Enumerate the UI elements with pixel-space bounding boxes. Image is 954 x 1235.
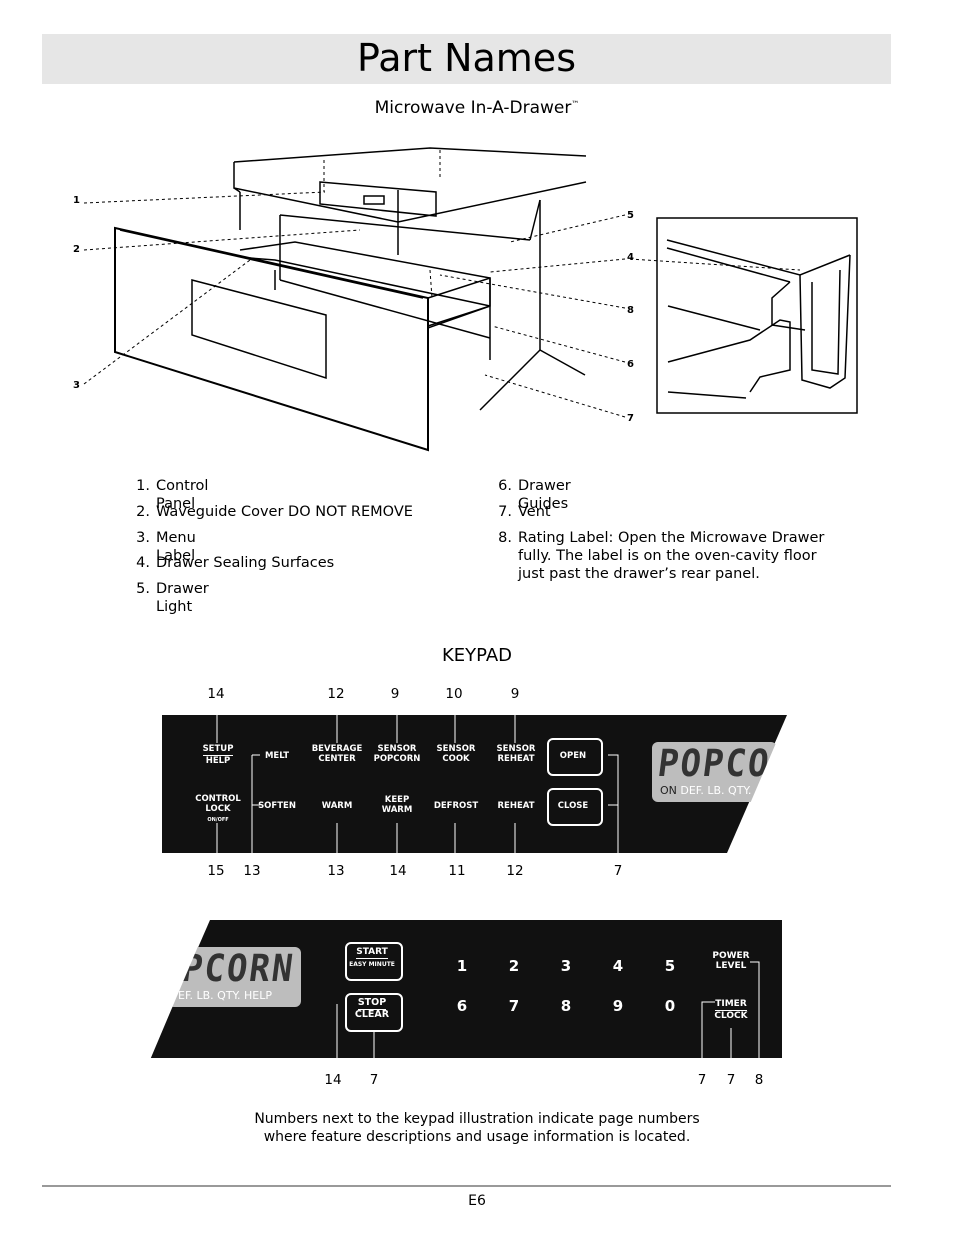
page-ref: 10 [445, 686, 463, 702]
page-title: Part Names [356, 36, 576, 80]
callout-2: 2 [73, 244, 80, 255]
defrost-key[interactable]: DEFROST [433, 801, 479, 811]
page-ref: 12 [327, 686, 345, 702]
microwave-drawer-diagram: 1 2 3 5 4 8 6 7 [73, 147, 858, 452]
page-ref: 7 [697, 1072, 707, 1088]
digit-key-7[interactable]: 7 [508, 997, 520, 1015]
page-ref: 14 [389, 863, 407, 879]
start-button[interactable] [345, 942, 403, 981]
page-ref: 14 [324, 1072, 342, 1088]
parts-list-left: 1.Control Panel 2.Waveguide Cover DO NOT… [136, 478, 413, 615]
page-number: E6 [468, 1193, 486, 1209]
callout-6: 6 [627, 359, 634, 370]
page-ref: 7 [369, 1072, 379, 1088]
page-ref: 8 [754, 1072, 764, 1088]
digit-key-5[interactable]: 5 [664, 957, 676, 975]
page-ref: 7 [726, 1072, 736, 1088]
callout-4: 4 [627, 252, 634, 263]
keypad-heading: KEYPAD [441, 645, 513, 666]
open-button[interactable] [547, 738, 603, 776]
digit-key-2[interactable]: 2 [508, 957, 520, 975]
open-label: OPEN [559, 751, 587, 761]
panel-2-slant-mask [140, 918, 210, 1060]
page-ref: 9 [390, 686, 400, 702]
panel-1-slant-mask [740, 715, 800, 855]
parts-list-right: 6.Drawer Guides 7.Vent 8. Rating Label: … [498, 478, 825, 582]
digit-key-4[interactable]: 4 [612, 957, 624, 975]
digit-key-8[interactable]: 8 [560, 997, 572, 1015]
melt-key[interactable]: MELT [264, 751, 290, 761]
footer-divider [42, 1185, 891, 1187]
page-ref: 12 [506, 863, 524, 879]
digit-key-3[interactable]: 3 [560, 957, 572, 975]
reheat-key[interactable]: REHEAT [497, 801, 535, 811]
diagram-subtitle: Microwave In-A-Drawer™ [0, 98, 954, 118]
callout-3: 3 [73, 380, 80, 391]
stop-clear-button[interactable] [345, 993, 403, 1032]
digit-key-6[interactable]: 6 [456, 997, 468, 1015]
subtitle-text: Microwave In-A-Drawer [374, 98, 572, 118]
page-ref: 11 [448, 863, 466, 879]
page-ref: 7 [613, 863, 623, 879]
callout-8: 8 [627, 305, 634, 316]
page-ref: 13 [243, 863, 261, 879]
page-ref: 13 [327, 863, 345, 879]
digit-key-9[interactable]: 9 [612, 997, 624, 1015]
soften-key[interactable]: SOFTEN [258, 801, 296, 811]
callout-7: 7 [627, 413, 634, 424]
footnote: Numbers next to the keypad illustration … [254, 1111, 700, 1145]
keypad-panel-1-bg [162, 715, 787, 853]
keypad-panel-2-bg [150, 920, 782, 1058]
close-button[interactable] [547, 788, 603, 826]
page-ref: 15 [207, 863, 225, 879]
display-status: EF. LB. QTY. HELP [178, 989, 273, 1002]
warm-key[interactable]: WARM [321, 801, 353, 811]
callout-1: 1 [73, 195, 80, 206]
trademark-mark: ™ [571, 99, 580, 109]
digit-key-0[interactable]: 0 [664, 997, 676, 1015]
display-status: ON DEF. LB. QTY. [660, 784, 752, 797]
page-ref: 9 [510, 686, 520, 702]
digit-key-1[interactable]: 1 [456, 957, 468, 975]
page-ref: 14 [207, 686, 225, 702]
callout-5: 5 [627, 210, 634, 221]
title-bar: Part Names [42, 34, 891, 84]
close-label: CLOSE [557, 801, 589, 811]
